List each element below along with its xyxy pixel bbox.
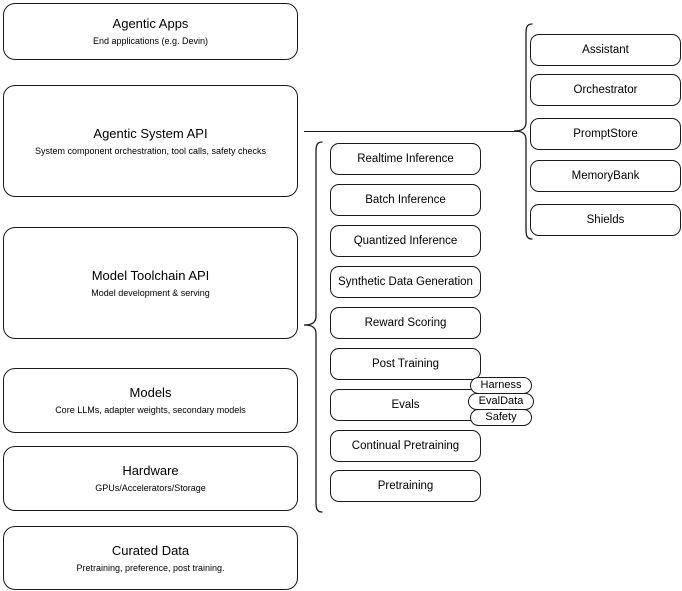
layer-subtitle: GPUs/Accelerators/Storage (95, 483, 206, 493)
layer-box-curated-data[interactable]: Curated Data Pretraining, preference, po… (3, 526, 298, 590)
component-label: Shields (586, 214, 625, 226)
layer-title: Hardware (122, 463, 179, 478)
component-box-orchestrator[interactable]: Orchestrator (530, 74, 681, 106)
component-box-shields[interactable]: Shields (530, 204, 681, 236)
layer-box-agentic-system-api[interactable]: Agentic System API System component orch… (3, 85, 298, 197)
layer-subtitle: End applications (e.g. Devin) (92, 36, 209, 46)
layer-box-hardware[interactable]: Hardware GPUs/Accelerators/Storage (3, 446, 298, 511)
connector-agentic-system-to-components (304, 130, 520, 132)
eval-pill-label: EvalData (478, 395, 524, 407)
capability-label: Synthetic Data Generation (338, 276, 473, 288)
eval-pill-label: Harness (480, 379, 522, 391)
component-label: PromptStore (573, 128, 638, 140)
brace-toolchain-capabilities (302, 140, 324, 516)
eval-pill-safety[interactable]: Safety (470, 409, 532, 426)
component-box-assistant[interactable]: Assistant (530, 34, 681, 66)
capability-label: Realtime Inference (357, 153, 454, 165)
layer-title: Agentic Apps (112, 16, 189, 31)
eval-pill-evaldata[interactable]: EvalData (468, 393, 534, 410)
capability-box-quantized-inference[interactable]: Quantized Inference (330, 225, 481, 257)
layer-title: Model Toolchain API (91, 267, 210, 283)
layer-title: Models (129, 385, 172, 400)
capability-label: Batch Inference (365, 194, 446, 206)
capability-box-synthetic-data-generation[interactable]: Synthetic Data Generation (330, 266, 481, 298)
capability-box-post-training[interactable]: Post Training (330, 348, 481, 380)
layer-box-models[interactable]: Models Core LLMs, adapter weights, secon… (3, 368, 298, 433)
capability-label: Continual Pretraining (351, 440, 460, 452)
eval-pill-harness[interactable]: Harness (470, 377, 532, 394)
layer-title: Curated Data (111, 542, 190, 558)
component-box-memorybank[interactable]: MemoryBank (530, 160, 681, 192)
capability-label: Pretraining (377, 480, 434, 492)
capability-box-evals[interactable]: Evals (330, 389, 481, 421)
layer-box-agentic-apps[interactable]: Agentic Apps End applications (e.g. Devi… (3, 3, 298, 60)
capability-box-reward-scoring[interactable]: Reward Scoring (330, 307, 481, 339)
capability-box-pretraining[interactable]: Pretraining (330, 470, 481, 502)
capability-box-realtime-inference[interactable]: Realtime Inference (330, 143, 481, 175)
component-box-promptstore[interactable]: PromptStore (530, 118, 681, 150)
layer-title: Agentic System API (93, 125, 208, 141)
layer-subtitle: Core LLMs, adapter weights, secondary mo… (55, 405, 246, 415)
capability-box-continual-pretraining[interactable]: Continual Pretraining (330, 430, 481, 462)
layer-subtitle: Pretraining, preference, post training. (76, 562, 225, 573)
component-label: MemoryBank (571, 170, 640, 182)
capability-label: Evals (391, 399, 420, 411)
eval-pill-label: Safety (485, 411, 517, 423)
layer-subtitle: System component orchestration, tool cal… (34, 145, 267, 156)
capability-label: Post Training (371, 358, 440, 370)
layer-box-model-toolchain-api[interactable]: Model Toolchain API Model development & … (3, 227, 298, 339)
capability-label: Reward Scoring (364, 317, 447, 329)
capability-box-batch-inference[interactable]: Batch Inference (330, 184, 481, 216)
layer-subtitle: Model development & serving (91, 287, 210, 298)
component-label: Orchestrator (573, 84, 638, 96)
component-label: Assistant (582, 44, 629, 56)
capability-label: Quantized Inference (353, 235, 458, 247)
